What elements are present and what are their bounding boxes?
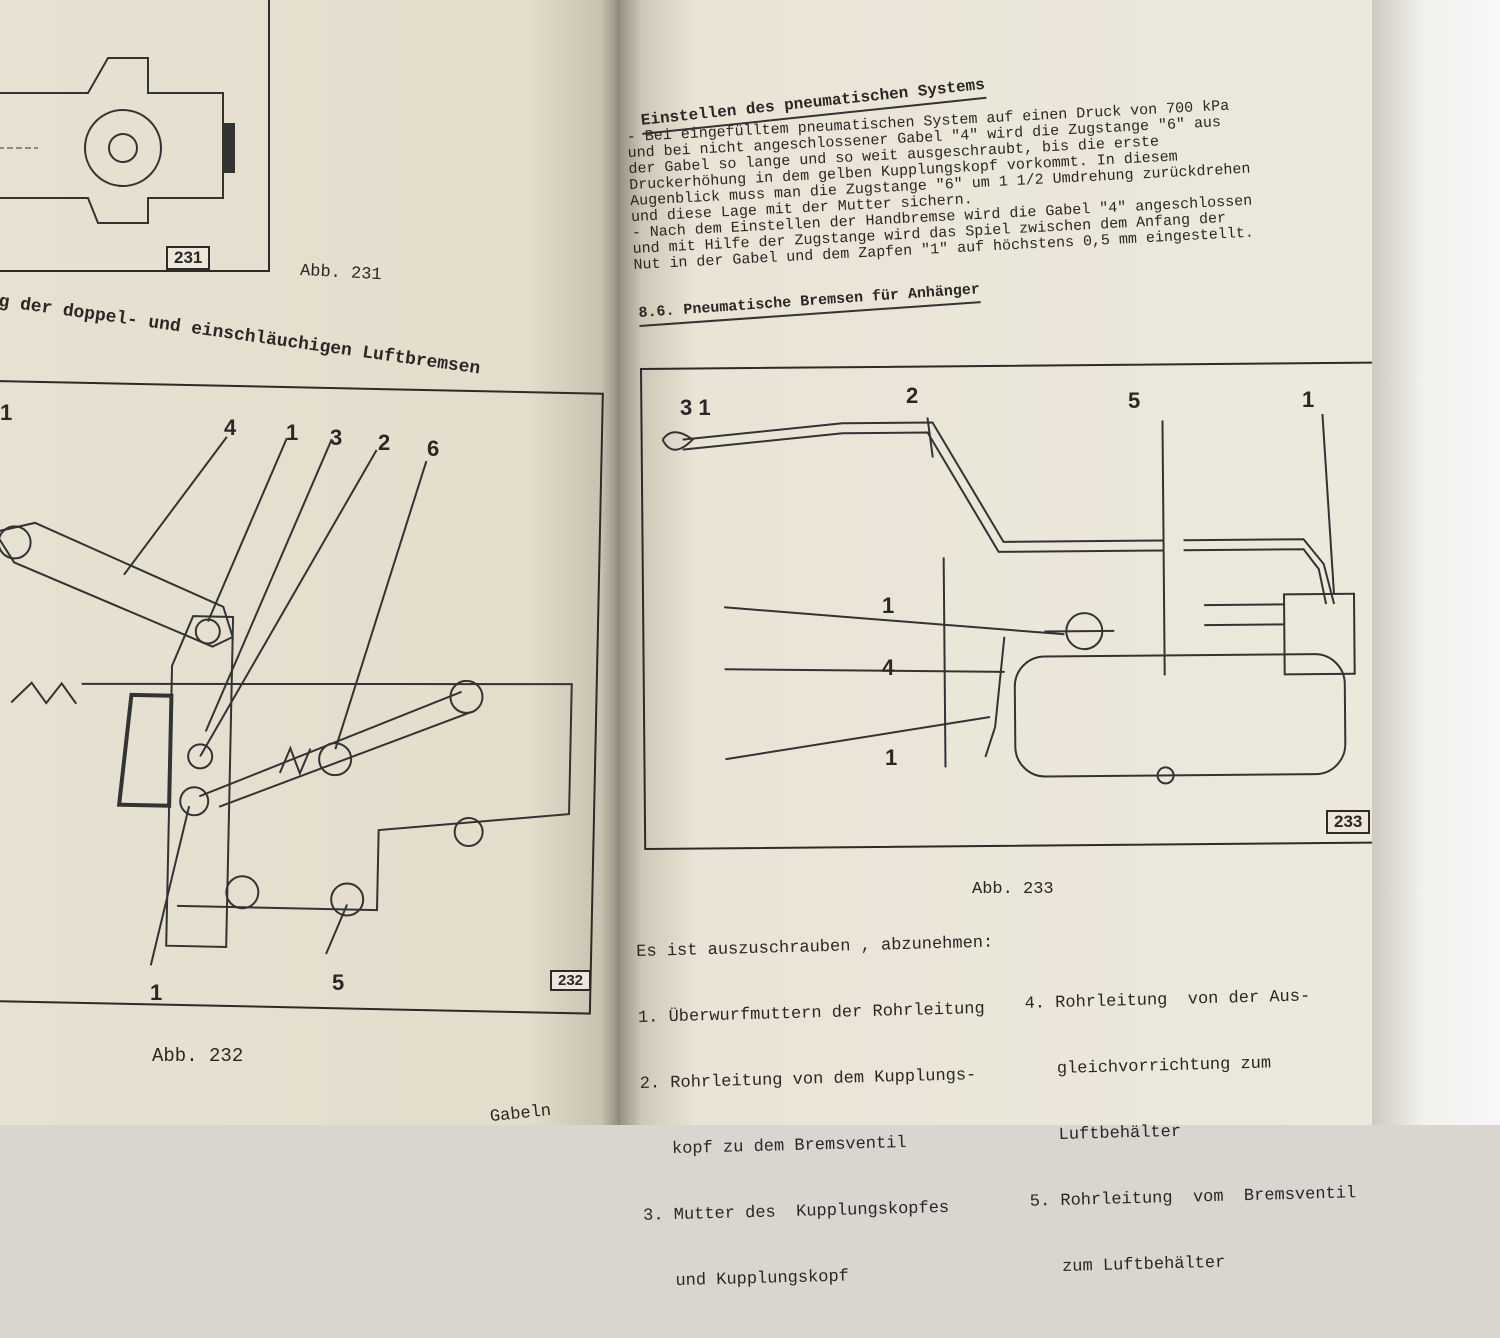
figure-233-callout-2: 2 [906, 383, 919, 408]
section-heading-anhaenger: 8.6. Pneumatische Bremsen für Anhänger [638, 281, 981, 327]
section-heading: g der doppel- und einschläuchigen Luftbr… [0, 292, 482, 380]
background-surface [1372, 0, 1500, 1125]
list-item: kopf zu dem Bremsventil [641, 1133, 907, 1160]
list-item: 1. Überwurfmuttern der Rohrleitung [637, 999, 985, 1028]
figure-233-callout-1-mid: 1 [882, 593, 895, 618]
list-item: gleichvorrichtung zum [1026, 1054, 1272, 1080]
figure-233-caption: Abb. 233 [972, 880, 1054, 899]
list-item: 4. Rohrleitung von der Aus- [1024, 987, 1311, 1014]
figure-232-drawing [0, 436, 573, 966]
figure-232-caption: Abb. 232 [152, 1045, 244, 1067]
figure-233-frame [640, 361, 1411, 850]
figure-233-callout-1-bottom: 1 [885, 745, 898, 770]
right-page: Einstellen des pneumatischen Systems - B… [620, 0, 1411, 1291]
figure-233-drawing [661, 413, 1356, 785]
figure-232-frame [0, 380, 604, 1015]
figure-233-tag: 233 [1326, 810, 1371, 834]
figure-232-callout-2: 2 [378, 430, 391, 455]
list-item: 3. Mutter des Kupplungskopfes [642, 1198, 950, 1226]
figure-231-tag: 231 [166, 246, 211, 270]
figure-231-caption: Abb. 231 [299, 261, 383, 286]
figure-233-callout-5: 5 [1128, 388, 1141, 413]
figure-233-callout-4: 4 [882, 655, 895, 680]
figure-233-callout-1-top: 1 [1302, 387, 1315, 412]
figure-232-callout-1c: 1 [0, 400, 13, 425]
list-column-right: 4. Rohrleitung von der Aus- gleichvorric… [1023, 941, 1359, 1327]
figure-232-callout-4: 4 [224, 415, 237, 440]
list-item: 5. Rohrleitung vom Bremsventil [1029, 1184, 1357, 1212]
list-item: und Kupplungskopf [644, 1267, 850, 1292]
instruction-paragraph: - Bei eingefülltem pneumatischen System … [626, 98, 1254, 274]
left-page: 231 Abb. 231 g der doppel- und einschläu… [0, 0, 620, 1128]
figure-231-frame [0, 0, 270, 272]
figure-232-callout-3: 3 [330, 425, 343, 450]
figure-232-callout-1: 1 [286, 420, 299, 445]
list-item: 2. Rohrleitung von dem Kupplungs- [639, 1066, 977, 1094]
list-item: Luftbehälter [1027, 1122, 1182, 1146]
figure-233-callout-3-1: 3 1 [680, 395, 711, 420]
figure-232-tag: 232 [550, 970, 592, 991]
figure-232-callout-5: 5 [332, 970, 345, 995]
list-item: zum Luftbehälter [1031, 1253, 1226, 1278]
figure-231-drawing [0, 57, 235, 224]
footer-fragment: Gabeln [489, 1101, 553, 1128]
figure-232-callout-1b: 1 [150, 980, 163, 1005]
figure-232-callout-6: 6 [427, 436, 440, 461]
list-column-left: 1. Überwurfmuttern der Rohrleitung 2. Ro… [637, 955, 994, 1338]
removal-list: Es ist auszuschrauben , abzunehmen: 1. Ü… [636, 923, 1359, 1338]
